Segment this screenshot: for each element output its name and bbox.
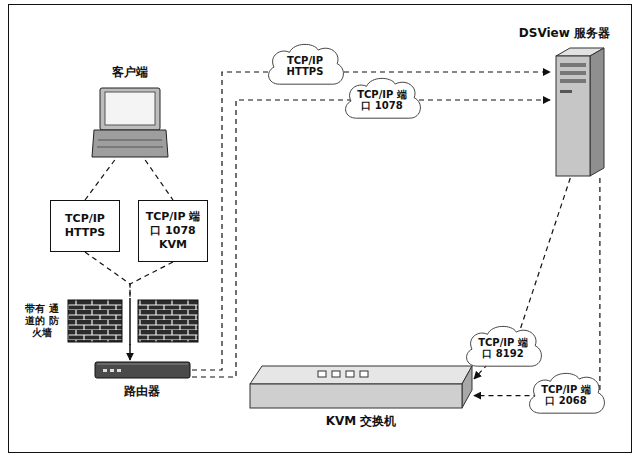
node-label: 路由器: [122, 384, 162, 399]
protocol-box: TCP/IP HTTPS: [50, 200, 120, 252]
cloud-outline: [467, 326, 542, 366]
cloud-label: TCP/IP 端口 8192: [462, 323, 544, 373]
cloud-label: TCP/IP 端口 2068: [525, 370, 607, 420]
laptop-icon: [92, 88, 168, 157]
network-connector: [192, 72, 550, 370]
node-label: 客户端: [110, 65, 150, 80]
edge-label: TCP/IP 端口 2068: [539, 384, 593, 406]
firewall: 带有 通道的 防火墙: [22, 298, 202, 344]
node-label: TCP/IP 端口 1078 KVM: [144, 210, 202, 252]
cloud-label: TCP/IP HTTPS: [264, 41, 346, 91]
network-connector: [85, 160, 115, 200]
firewall-icon: [68, 298, 198, 345]
client-laptop: 客户端: [92, 86, 168, 160]
edge-label: TCP/IP 端口 1078: [355, 89, 409, 111]
cloud-text-holder: TCP/IP HTTPS: [264, 41, 346, 91]
cloud-text-holder: TCP/IP 端口 2068: [525, 370, 607, 420]
cloud-outline: [530, 373, 605, 413]
protocol-box: TCP/IP 端口 1078 KVM: [138, 200, 208, 262]
cloud-text-holder: TCP/IP 端口 8192: [462, 323, 544, 373]
edge-label: TCP/IP HTTPS: [278, 55, 332, 77]
server-icon: [556, 48, 604, 176]
node-label: DSView 服务器: [517, 26, 612, 41]
router: 路由器: [92, 360, 192, 380]
frame: [9, 5, 632, 453]
network-connector: [192, 100, 550, 377]
network-connector: [130, 262, 173, 298]
edge-label: TCP/IP 端口 8192: [476, 337, 530, 359]
cloud-outline: [346, 78, 421, 118]
node-label: KVM 交换机: [324, 414, 399, 429]
kvm-switch-icon: [250, 366, 472, 408]
node-label: 带有 通道的 防火墙: [24, 303, 60, 339]
cloud-label: TCP/IP 端口 1078: [341, 75, 423, 125]
kvm-switch: KVM 交换机: [248, 362, 474, 410]
dsview-server: DSView 服务器: [550, 46, 608, 178]
network-connector: [145, 160, 173, 200]
cloud-outline: [269, 44, 344, 84]
network-connector: [474, 178, 570, 379]
cloud-text-holder: TCP/IP 端口 1078: [341, 75, 423, 125]
node-label: TCP/IP HTTPS: [56, 212, 114, 240]
router-icon: [95, 362, 190, 378]
network-connector: [129, 344, 131, 360]
network-connector: [85, 252, 130, 298]
